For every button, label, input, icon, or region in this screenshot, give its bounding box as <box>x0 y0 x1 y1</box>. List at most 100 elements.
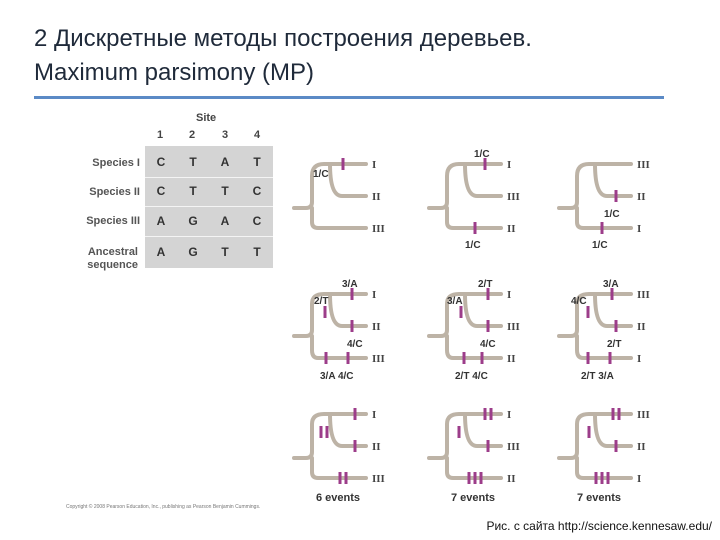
row-divider <box>145 236 273 237</box>
event-count-label: 7 events <box>451 492 495 504</box>
tip-label: III <box>372 473 385 485</box>
table-cell: C <box>156 184 166 198</box>
title-underline <box>34 96 664 99</box>
tip-label: II <box>372 191 381 203</box>
tip-label: III <box>507 191 520 203</box>
tip-label: I <box>507 409 511 421</box>
table-row-ancestral: A G T T <box>145 238 273 266</box>
table-cell: T <box>189 184 197 198</box>
tip-labels: I II III I III II III II I I II III I II… <box>372 159 650 485</box>
mutation-label: 4/C <box>347 339 363 350</box>
slide-title: 2 Дискретные методы построения деревьев.… <box>34 22 674 90</box>
table-cell: G <box>188 245 198 259</box>
tip-label: II <box>507 473 516 485</box>
table-row-species-3: A G A C <box>145 207 273 235</box>
tip-label: III <box>372 223 385 235</box>
event-count-label: 7 events <box>577 492 621 504</box>
mutation-label: 2/T <box>314 296 328 307</box>
mutation-label: 1/C <box>465 240 481 251</box>
table-cell: C <box>252 214 262 228</box>
mutation-label: 3/A 4/C <box>320 371 354 382</box>
tip-label: III <box>372 353 385 365</box>
table-row-species-1: C T A T <box>145 148 273 176</box>
table-cell: T <box>221 245 229 259</box>
mutation-label: 3/A <box>342 279 358 290</box>
tip-label: I <box>637 353 641 365</box>
table-cell: A <box>220 214 230 228</box>
mutation-label: 1/C <box>592 240 608 251</box>
tip-label: I <box>372 159 376 171</box>
tree-1-branches <box>292 162 368 230</box>
table-cell: T <box>189 155 197 169</box>
tip-label: I <box>507 159 511 171</box>
tip-label: III <box>507 441 520 453</box>
mutation-label: 3/A <box>447 296 463 307</box>
mutation-marks <box>319 158 621 484</box>
tip-label: I <box>372 409 376 421</box>
site-column-3: 3 <box>221 129 229 141</box>
table-cell: C <box>252 184 262 198</box>
tip-label: II <box>637 441 646 453</box>
row-label-species-2: Species II <box>89 186 140 198</box>
tip-label: I <box>637 473 641 485</box>
mutation-label: 4/C <box>571 296 587 307</box>
tip-label: I <box>507 289 511 301</box>
tip-label: III <box>637 159 650 171</box>
table-cell: C <box>156 155 166 169</box>
table-grid <box>145 146 273 268</box>
mutation-label: 4/C <box>480 339 496 350</box>
tree-4-branches <box>292 292 368 360</box>
title-line-1: 2 Дискретные методы построения деревьев. <box>34 25 532 52</box>
tree-7-branches <box>292 412 368 480</box>
table-cell: A <box>156 245 166 259</box>
tip-label: II <box>372 441 381 453</box>
site-column-1: 1 <box>156 129 164 141</box>
tip-label: II <box>637 321 646 333</box>
table-cell: G <box>188 214 198 228</box>
figure-caption: Рис. с сайта http://science.kennesaw.edu… <box>486 519 712 533</box>
mutation-label: 2/T 3/A <box>581 371 614 382</box>
mutation-labels: 1/C 1/C 1/C 1/C 1/C 3/A 2/T 4/C 3/A 4/C … <box>313 149 621 504</box>
site-header: Site <box>196 112 217 124</box>
tree-6-branches <box>557 292 633 360</box>
table-cell: T <box>221 184 229 198</box>
row-divider <box>145 177 273 178</box>
tree-8-branches <box>427 412 503 480</box>
tree-3-branches <box>557 162 633 230</box>
row-label-ancestral: Ancestral sequence <box>87 246 138 271</box>
tip-label: III <box>507 321 520 333</box>
table-row-species-2: C T T C <box>145 177 273 205</box>
tip-label: I <box>372 289 376 301</box>
tip-label: II <box>507 223 516 235</box>
tree-branches <box>292 162 633 480</box>
site-column-2: 2 <box>188 129 196 141</box>
row-label-species-1: Species I <box>92 157 140 169</box>
mutation-label: 2/T 4/C <box>455 371 488 382</box>
tip-label: II <box>507 353 516 365</box>
title-line-2: Maximum parsimony (MP) <box>34 59 315 86</box>
event-count-label: 6 events <box>316 492 360 504</box>
copyright-note: Copyright © 2008 Pearson Education, Inc.… <box>66 504 261 510</box>
site-column-4: 4 <box>253 129 261 141</box>
tree-9-branches <box>557 412 633 480</box>
mutation-label: 1/C <box>604 209 620 220</box>
table-cell: A <box>156 214 166 228</box>
tip-label: III <box>637 409 650 421</box>
tip-label: III <box>637 289 650 301</box>
mutation-label: 1/C <box>474 149 490 160</box>
tree-5-branches <box>427 292 503 360</box>
mutation-label: 2/T <box>478 279 492 290</box>
tip-label: II <box>372 321 381 333</box>
row-divider <box>145 206 273 207</box>
table-cell: T <box>253 155 261 169</box>
mutation-label: 3/A <box>603 279 619 290</box>
tip-label: I <box>637 223 641 235</box>
table-cell: A <box>220 155 230 169</box>
mutation-label: 2/T <box>607 339 621 350</box>
tip-label: II <box>637 191 646 203</box>
mutation-label: 1/C <box>313 169 329 180</box>
row-label-species-3: Species III <box>86 215 140 227</box>
tree-2-branches <box>427 162 503 230</box>
table-cell: T <box>253 245 261 259</box>
